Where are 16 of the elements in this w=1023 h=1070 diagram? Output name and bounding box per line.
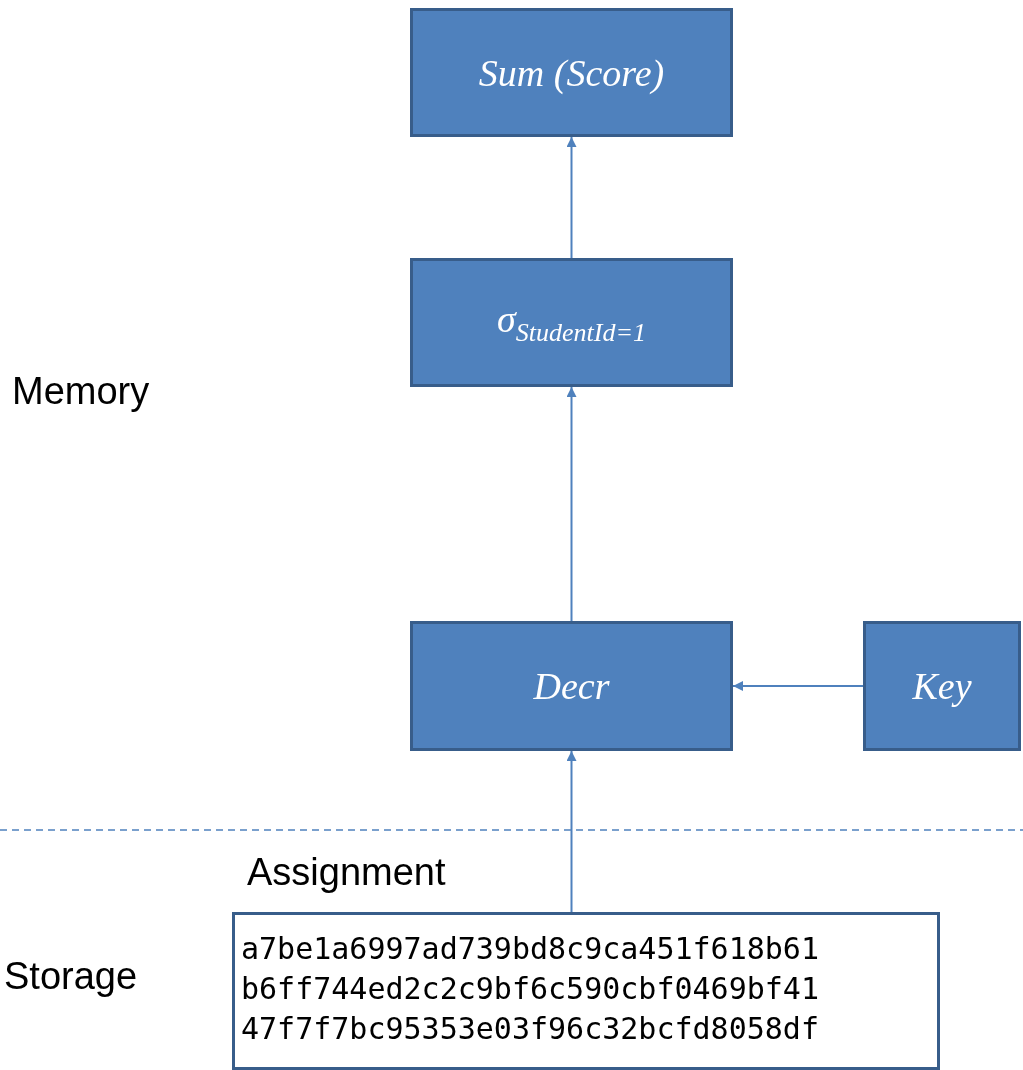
storage-heading: Assignment: [247, 851, 446, 894]
ciphertext: a7be1a6997ad739bd8c9ca451f618b61 b6ff744ed2c2c9bf6c590cbf0469bf41 47f7f7bc95353e03f96c32bcfd8058df: [241, 930, 820, 1048]
layer-label: Storage: [4, 955, 138, 998]
operator-label: Decr: [533, 664, 610, 708]
arrow: [566, 750, 577, 913]
arrow: [566, 136, 577, 259]
operator-box: [410, 258, 733, 387]
operator-box: [410, 8, 733, 137]
operator-box: [410, 621, 733, 751]
arrow: [566, 386, 577, 622]
arrow: [732, 681, 864, 691]
operator-label: Sum (Score): [478, 50, 665, 95]
operator-label: σ$_{StudentId=1}$: [497, 297, 646, 348]
operator-box: [863, 621, 1021, 751]
operator-label: Key: [912, 664, 972, 708]
layer-label: Memory: [12, 370, 150, 413]
